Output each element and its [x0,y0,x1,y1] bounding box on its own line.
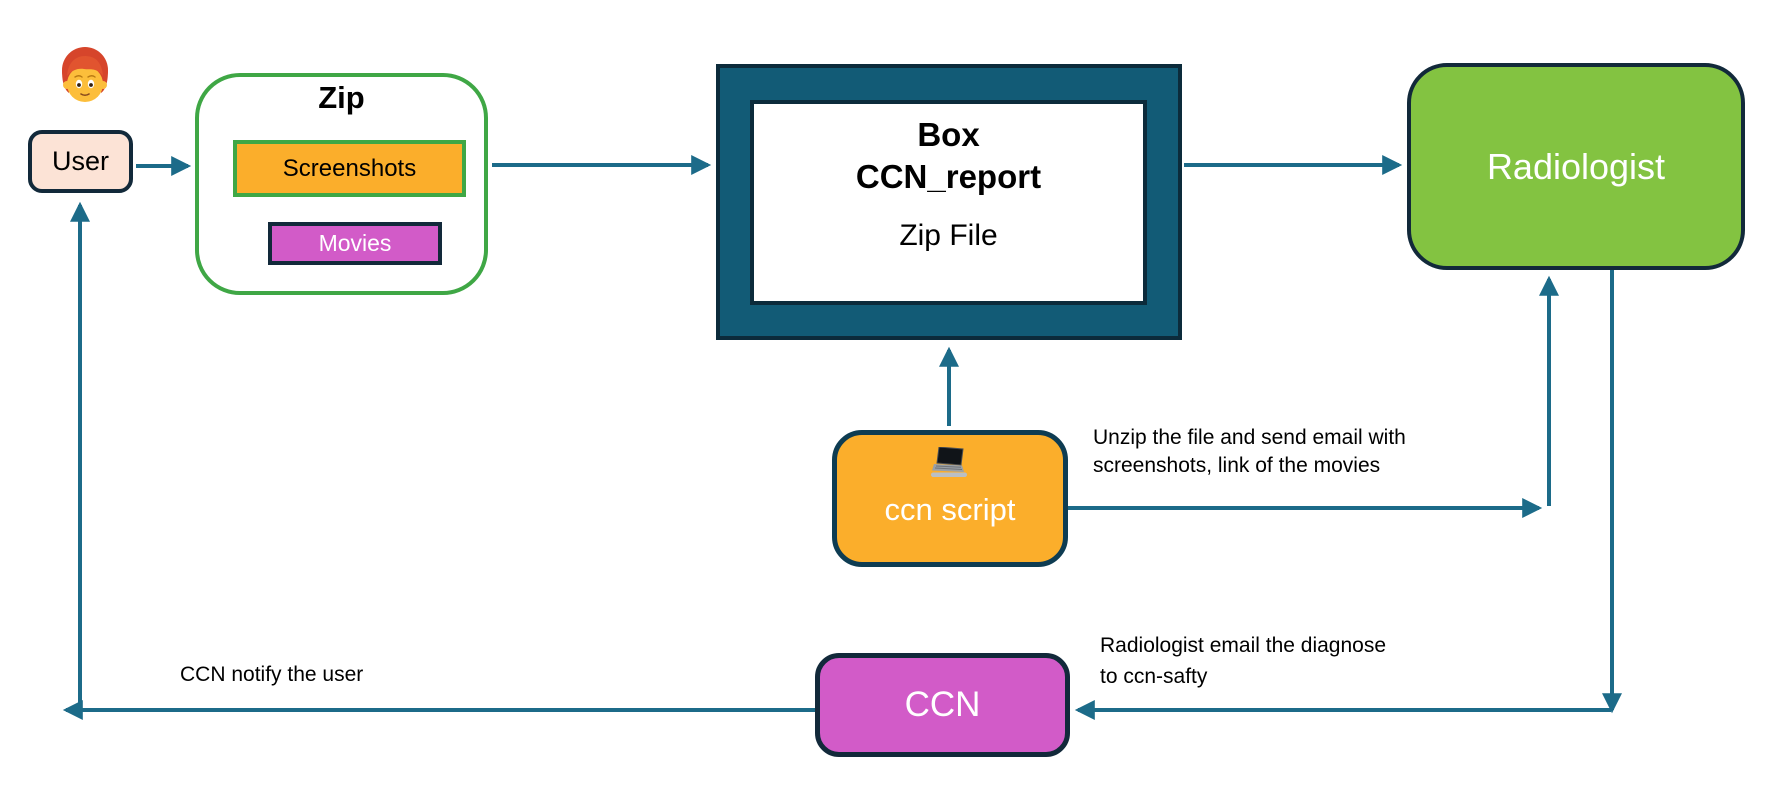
zip-title: Zip [318,80,365,115]
note-radiologist-email: Radiologist email the diagnose to ccn-sa… [1100,630,1440,692]
note-unzip-line2: screenshots, link of the movies [1093,454,1381,477]
note-ccn-notify: CCN notify the user [180,661,440,689]
ccn-script-label: ccn script [884,492,1016,527]
box-title-line2: CCN_report [855,158,1042,195]
note-radiologist-line2: to ccn-safty [1100,665,1208,688]
note-radiologist-line1: Radiologist email the diagnose [1100,634,1387,657]
movies-label: Movies [318,230,392,256]
note-unzip-email: Unzip the file and send email with scree… [1093,424,1473,480]
ccn-label: CCN [904,685,981,724]
radiologist-label: Radiologist [1486,145,1666,187]
note-unzip-line1: Unzip the file and send email with [1093,426,1406,449]
note-ccn-notify-text: CCN notify the user [180,663,364,686]
box-ccn-report-inner: Box CCN_report Zip File [750,100,1147,305]
user-label: User [51,146,109,176]
node-ccn-script: ccn script [832,430,1068,567]
box-title-line1: Box [917,116,980,153]
node-user: User [28,130,133,193]
node-radiologist: Radiologist [1407,63,1745,270]
node-movies: Movies [268,222,442,265]
node-ccn: CCN [815,653,1070,757]
screenshots-label: Screenshots [282,154,417,182]
person-red-hair-emoji-icon [54,44,116,112]
laptop-icon [929,446,971,484]
node-screenshots: Screenshots [233,140,466,197]
box-subtitle: Zip File [899,219,998,252]
